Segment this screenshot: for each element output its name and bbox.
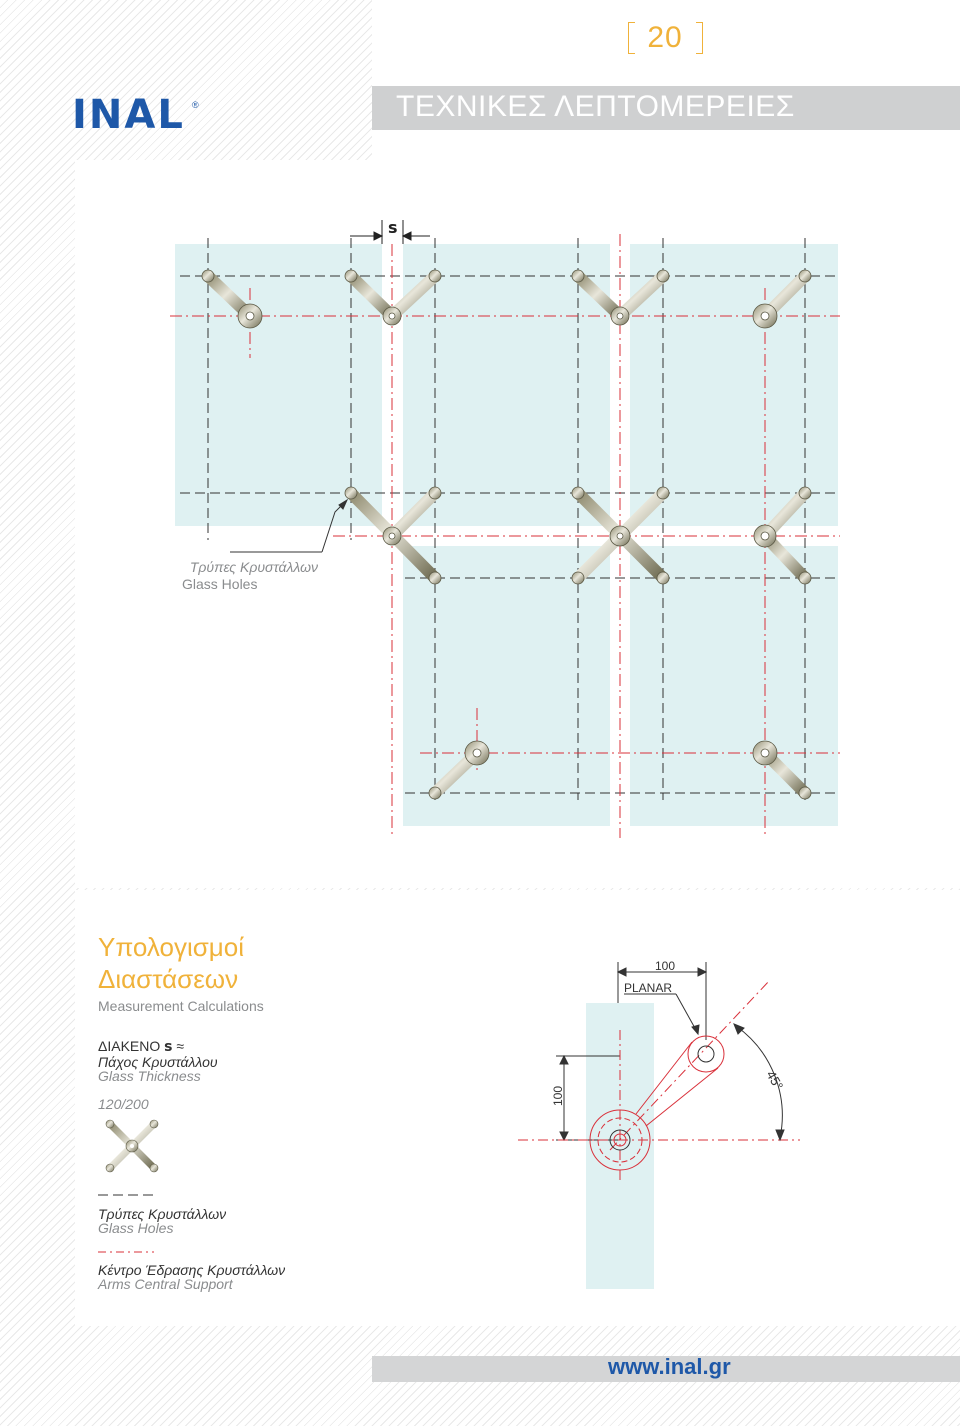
glass-pane (403, 546, 610, 826)
page-number-bracket-left (628, 22, 635, 54)
footer-bar (372, 1356, 960, 1382)
planar-arm-detail-drawing: 100 PLANAR 100 45° (518, 959, 800, 1289)
glass-holes-label-en: Glass Holes (182, 576, 257, 592)
dim-top-label: 100 (655, 959, 675, 973)
gap-row-symbol: s (164, 1039, 173, 1055)
website-link[interactable]: www.inal.gr (608, 1354, 731, 1379)
glass-pane (403, 244, 610, 526)
gap-row-label: ΔΙΑΚΕΝΟ (98, 1038, 161, 1054)
planar-leader (624, 993, 700, 1036)
page-number: 20 (647, 21, 683, 54)
arm-outline (589, 1035, 725, 1171)
spider-size: 120/200 (98, 1096, 149, 1112)
calc-subtitle: Measurement Calculations (98, 998, 264, 1014)
glass-pane (630, 244, 838, 526)
spider-fittings (201, 269, 812, 800)
header-panel (372, 0, 960, 160)
thickness-gr: Πάχος Κρυστάλλου (98, 1054, 218, 1070)
calc-title-line2: Διαστάσεων (98, 964, 239, 994)
inal-logo: INAL ® (72, 92, 202, 138)
spider-fitting-two-arm (344, 269, 442, 326)
spider-fitting-layout-diagram: s (170, 218, 840, 838)
legend-glass-holes-gr: Τρύπες Κρυστάλλων (98, 1206, 227, 1222)
glass-pane (175, 244, 382, 526)
spider-four-arm-icon (105, 1119, 159, 1173)
glass-holes-label-gr: Τρύπες Κρυστάλλων (190, 559, 318, 575)
glass-holes-leader (230, 498, 349, 553)
spider-fitting-three-arm (753, 486, 812, 585)
logo-text: INAL (72, 96, 185, 132)
spider-fitting-single-arm (752, 269, 812, 329)
spider-fitting-single-arm (201, 269, 263, 329)
logo-registered-mark: ® (192, 100, 199, 110)
section-title-bar: ΤΕΧΝΙΚΕΣ ΛΕΠΤΟΜΕΡΕΙΕΣ (372, 86, 960, 130)
legend-center-support-gr: Κέντρο Έδρασης Κρυστάλλων (98, 1262, 286, 1278)
legend-glass-holes-line (98, 1194, 154, 1196)
thickness-en: Glass Thickness (98, 1068, 201, 1084)
section-title: ΤΕΧΝΙΚΕΣ ΛΕΠΤΟΜΕΡΕΙΕΣ (396, 90, 795, 123)
detail-center-lines (518, 979, 800, 1180)
page-number-bracket-right (696, 22, 703, 54)
legend-glass-holes-en: Glass Holes (98, 1220, 174, 1236)
gap-dimension (350, 220, 430, 244)
dim-top-100 (616, 962, 708, 1040)
spider-fitting-single-arm (752, 740, 812, 800)
spider-fitting-four-arm (571, 486, 670, 585)
dim-side-label: 100 (551, 1086, 565, 1106)
legend-center-support-line (98, 1251, 154, 1253)
planar-label: PLANAR (624, 981, 672, 995)
glass-pane (630, 546, 838, 826)
spider-fitting-four-arm (344, 486, 442, 585)
spider-fitting-two-arm (571, 269, 670, 326)
legend-center-support-en: Arms Central Support (98, 1276, 233, 1292)
calculations-panel (75, 890, 960, 1326)
gap-row-approx: ≈ (176, 1038, 185, 1054)
glass-holes-grid (180, 238, 840, 800)
gap-label: s (388, 218, 398, 237)
angle-label: 45° (763, 1068, 786, 1093)
spider-fitting-single-arm (428, 740, 490, 800)
calc-title-line1: Υπολογισμοί (98, 932, 244, 962)
gap-row: ΔΙΑΚΕΝΟ s ≈ (98, 1038, 184, 1055)
angle-arc (733, 1023, 785, 1142)
